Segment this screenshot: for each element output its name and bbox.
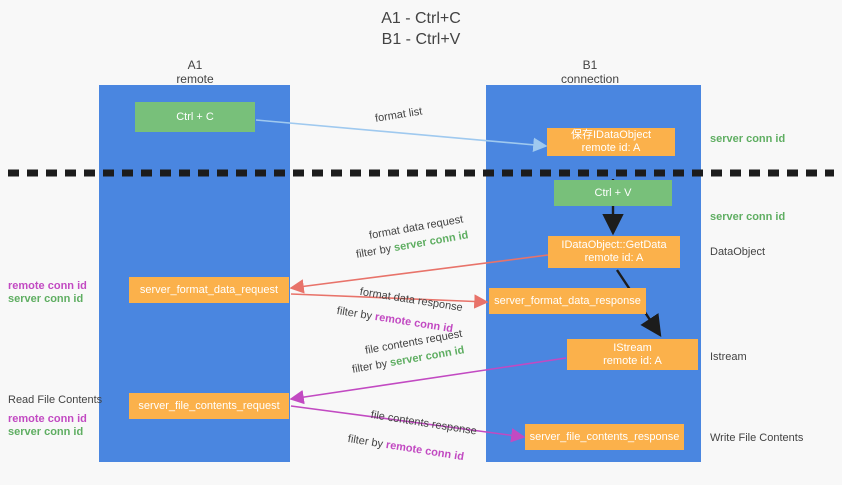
node-save-idataobject[interactable]: 保存IDataObject remote id: A (547, 128, 675, 156)
title-line-1: A1 - Ctrl+C (381, 10, 461, 27)
side-label-server-conn-id-bottom: server conn id (8, 426, 84, 438)
filter-value-4: remote conn id (385, 439, 465, 464)
filter-prefix-3: filter by (351, 357, 392, 376)
node-istream[interactable]: IStream remote id: A (567, 339, 698, 370)
node-server-file-contents-response-label: server_file_contents_response (529, 430, 680, 443)
side-label-server-conn-id-mid: server conn id (710, 211, 786, 223)
node-save-idataobject-line1: 保存IDataObject (570, 129, 652, 141)
side-label-dataobject: DataObject (710, 246, 766, 258)
column-header-b1: B1 connection (525, 58, 655, 86)
column-b1-name: B1 (582, 58, 598, 72)
node-server-format-data-request[interactable]: server_format_data_request (129, 277, 289, 303)
diagram-title: A1 - Ctrl+C B1 - Ctrl+V (0, 8, 842, 50)
node-getdata-line2: remote id: A (584, 252, 644, 264)
node-server-file-contents-response[interactable]: server_file_contents_response (525, 424, 684, 450)
node-istream-line1: IStream (613, 341, 652, 354)
node-istream-line2: remote id: A (603, 354, 662, 367)
filter-prefix-4: filter by (346, 432, 387, 451)
node-server-format-data-response[interactable]: server_format_data_response (489, 288, 646, 314)
node-idataobject-getdata[interactable]: IDataObject::GetData remote id: A (548, 236, 680, 268)
node-server-file-contents-request-label: server_file_contents_request (138, 399, 280, 412)
column-a1-sub: remote (176, 72, 214, 86)
node-ctrl-c-label: Ctrl + C (176, 110, 214, 123)
title-line-2: B1 - Ctrl+V (381, 31, 461, 48)
side-label-server-conn-id-top: server conn id (710, 133, 786, 145)
side-label-read-file-contents: Read File Contents (8, 394, 103, 406)
node-ctrl-c[interactable]: Ctrl + C (135, 102, 255, 132)
node-ctrl-v-label: Ctrl + V (594, 186, 632, 199)
side-label-remote-conn-id-mid: remote conn id (8, 280, 87, 292)
edge-label-file-contents-response-filter: filter by remote conn id (347, 432, 465, 464)
side-label-istream: Istream (710, 351, 747, 363)
side-label-remote-conn-id-bottom: remote conn id (8, 413, 87, 425)
node-server-format-data-response-label: server_format_data_response (494, 294, 641, 307)
node-server-file-contents-request[interactable]: server_file_contents_request (129, 393, 289, 419)
column-b1-sub: connection (560, 72, 620, 86)
node-server-format-data-request-label: server_format_data_request (139, 283, 279, 296)
edge-label-format-list: format list (374, 105, 424, 125)
node-ctrl-v[interactable]: Ctrl + V (554, 180, 672, 206)
side-label-write-file-contents: Write File Contents (710, 432, 804, 444)
filter-prefix-1: filter by (355, 242, 396, 261)
node-getdata-line1: IDataObject::GetData (561, 239, 667, 251)
column-a1-name: A1 (187, 58, 203, 72)
node-save-idataobject-line2: remote id: A (581, 142, 641, 154)
edge-label-file-contents-response: file contents response (369, 408, 478, 438)
column-header-a1: A1 remote (130, 58, 260, 86)
filter-prefix-2: filter by (335, 304, 376, 323)
side-label-server-conn-id-left-mid: server conn id (8, 293, 84, 305)
